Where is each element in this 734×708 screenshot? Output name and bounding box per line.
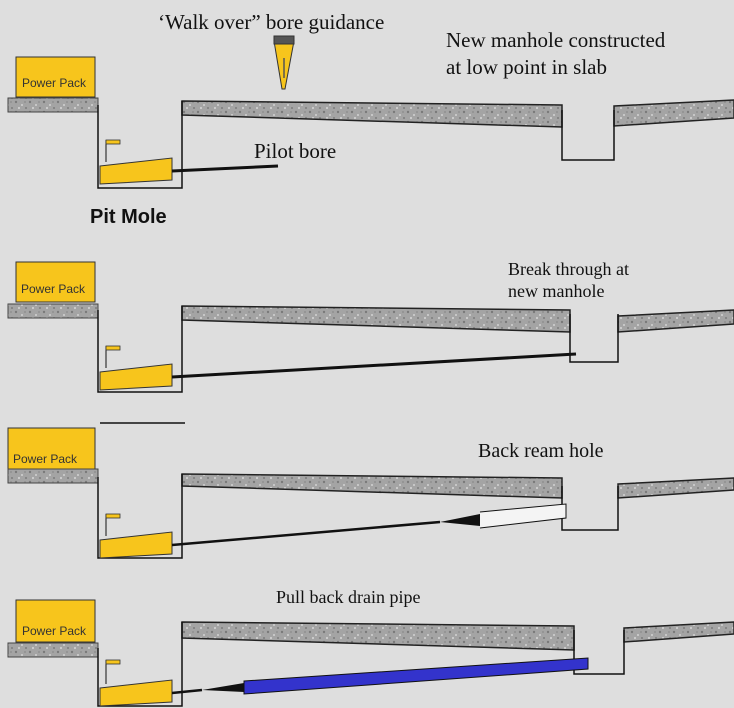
power-pack-icon bbox=[15, 261, 96, 303]
pit-mole-label: Pit Mole bbox=[90, 206, 167, 228]
power-pack-label: Power Pack bbox=[13, 452, 78, 466]
ground-slab bbox=[7, 97, 99, 113]
stage-4 bbox=[7, 599, 734, 707]
concrete-slab bbox=[613, 99, 734, 127]
reamed-hole bbox=[479, 503, 567, 529]
power-pack-label: Power Pack bbox=[22, 624, 87, 638]
pull-head bbox=[202, 683, 244, 692]
guidance-label: ‘Walk over” bore guidance bbox=[158, 10, 385, 34]
power-pack-icon bbox=[7, 427, 96, 471]
manhole-outline bbox=[573, 630, 625, 675]
mole-machine-icon bbox=[99, 531, 173, 559]
ground-slab bbox=[7, 468, 99, 484]
concrete-slab bbox=[181, 305, 571, 333]
concrete-slab bbox=[181, 473, 563, 499]
mole-machine-icon bbox=[99, 157, 173, 185]
concrete-slab bbox=[181, 621, 575, 651]
stage-1 bbox=[7, 56, 734, 189]
bore-rod bbox=[171, 352, 577, 379]
power-pack-label: Power Pack bbox=[22, 76, 87, 90]
manhole-outline bbox=[569, 314, 619, 363]
power-pack-icon bbox=[15, 599, 96, 643]
ground-slab bbox=[7, 303, 99, 319]
stage-2 bbox=[7, 261, 734, 393]
pilot-bore-label: Pilot bore bbox=[254, 139, 337, 163]
bore-rod bbox=[171, 164, 279, 173]
mole-control bbox=[105, 345, 121, 351]
break-through-label-line2: new manhole bbox=[508, 281, 605, 301]
back-ream-label: Back ream hole bbox=[478, 440, 604, 462]
pit-outline bbox=[97, 622, 183, 707]
pit-outline bbox=[97, 101, 183, 189]
bore-rod bbox=[171, 688, 203, 695]
power-pack-label: Power Pack bbox=[21, 282, 86, 296]
drain-pipe bbox=[243, 657, 589, 695]
mole-machine-icon bbox=[99, 363, 173, 391]
mole-control bbox=[105, 659, 121, 665]
manhole-label-line2: at low point in slab bbox=[446, 55, 607, 79]
locator-icon bbox=[273, 35, 295, 90]
mole-control bbox=[105, 139, 121, 145]
pull-back-label: Pull back drain pipe bbox=[276, 587, 421, 607]
concrete-slab bbox=[623, 621, 734, 643]
bore-rod bbox=[171, 520, 441, 547]
pit-outline bbox=[97, 474, 183, 559]
mole-machine-icon bbox=[99, 679, 173, 707]
stage-3 bbox=[7, 427, 734, 559]
concrete-slab bbox=[181, 100, 563, 128]
manhole-label-line1: New manhole constructed bbox=[446, 28, 666, 52]
reamer-head bbox=[440, 514, 480, 526]
manhole-outline bbox=[561, 486, 619, 531]
break-through-label-line1: Break through at bbox=[508, 259, 629, 279]
manhole-outline bbox=[561, 110, 615, 161]
concrete-slab bbox=[617, 477, 734, 499]
pit-outline bbox=[97, 306, 183, 393]
ground-slab bbox=[7, 642, 99, 658]
concrete-slab bbox=[617, 309, 734, 333]
power-pack-icon bbox=[15, 56, 96, 98]
mole-control bbox=[105, 513, 121, 519]
